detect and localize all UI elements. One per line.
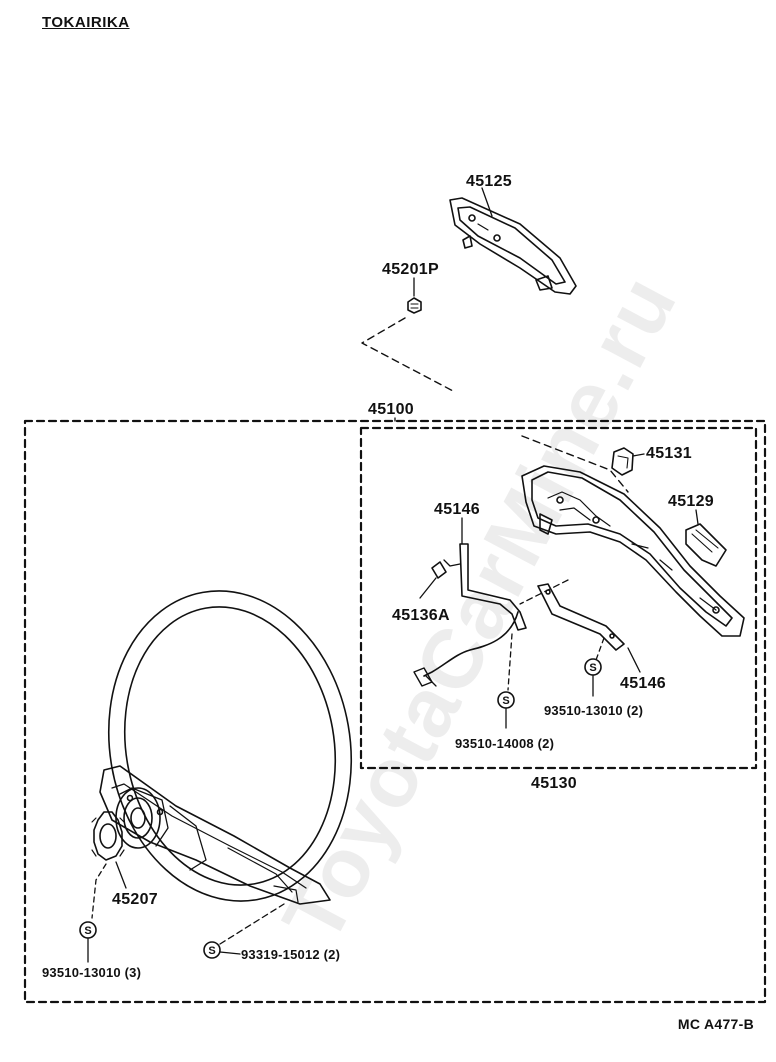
assembly-box-45130 [359,426,758,770]
screw-mark: S [208,945,215,957]
part-45131-clip [611,447,634,476]
label-45129: 45129 [668,493,714,510]
label-45125: 45125 [466,173,512,190]
part-45125-horn-pad [449,197,577,295]
wire-harness [423,611,519,677]
assembly-box-45100 [23,419,767,1004]
label-93510-14008-2: 93510-14008 (2) [455,736,555,751]
part-45201P-nut [407,297,422,314]
part-45207-lock-washer [91,811,125,861]
screw-icon [203,941,221,959]
label-45146-top: 45146 [434,501,480,518]
part-45146-bracket-right [537,583,625,651]
label-45201P: 45201P [382,261,439,278]
part-45129-horn-button [685,523,727,567]
screw-mark: S [84,925,91,937]
label-93510-13010-2: 93510-13010 (2) [544,703,644,718]
label-45131: 45131 [646,445,692,462]
label-45207: 45207 [112,891,158,908]
steering-wheel [99,590,353,905]
diagram-code: MC A477-B [677,1016,754,1032]
label-45130: 45130 [531,775,577,792]
label-93510-13010-3: 93510-13010 (3) [42,965,142,980]
label-45146-right: 45146 [620,675,666,692]
label-45136A: 45136A [392,607,450,624]
part-45130-pad-assembly [521,465,745,637]
label-93319-15012-2: 93319-15012 (2) [241,947,341,962]
part-45146-bracket-left [431,543,527,631]
screw-mark: S [502,695,509,707]
screw-mark: S [589,662,596,674]
brand-label: TOKAIRIKA [42,14,130,31]
label-45100: 45100 [368,401,414,418]
